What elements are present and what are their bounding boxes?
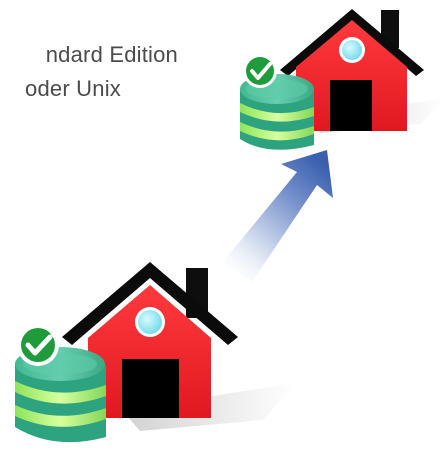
- source-door-icon: [122, 359, 179, 418]
- target-house-icon: [280, 9, 445, 133]
- caption-line-2-text: oder Unix: [25, 76, 121, 101]
- edition-caption: ndard Edition oder Unix: [0, 38, 190, 106]
- target-window-icon: [342, 40, 362, 60]
- target-check-badge-icon: [243, 54, 277, 88]
- source-window-icon: [138, 310, 162, 334]
- source-house-icon: [62, 262, 296, 431]
- transfer-arrow-icon: [222, 150, 333, 282]
- target-site-icon: [240, 9, 445, 150]
- caption-line-1-text: ndard Edition: [45, 42, 178, 67]
- source-site-icon: [15, 262, 296, 443]
- target-door-icon: [330, 80, 372, 131]
- caption-line-2: oder Unix: [0, 72, 190, 106]
- source-check-badge-icon: [17, 324, 59, 366]
- caption-line-1: ndard Edition: [0, 38, 190, 72]
